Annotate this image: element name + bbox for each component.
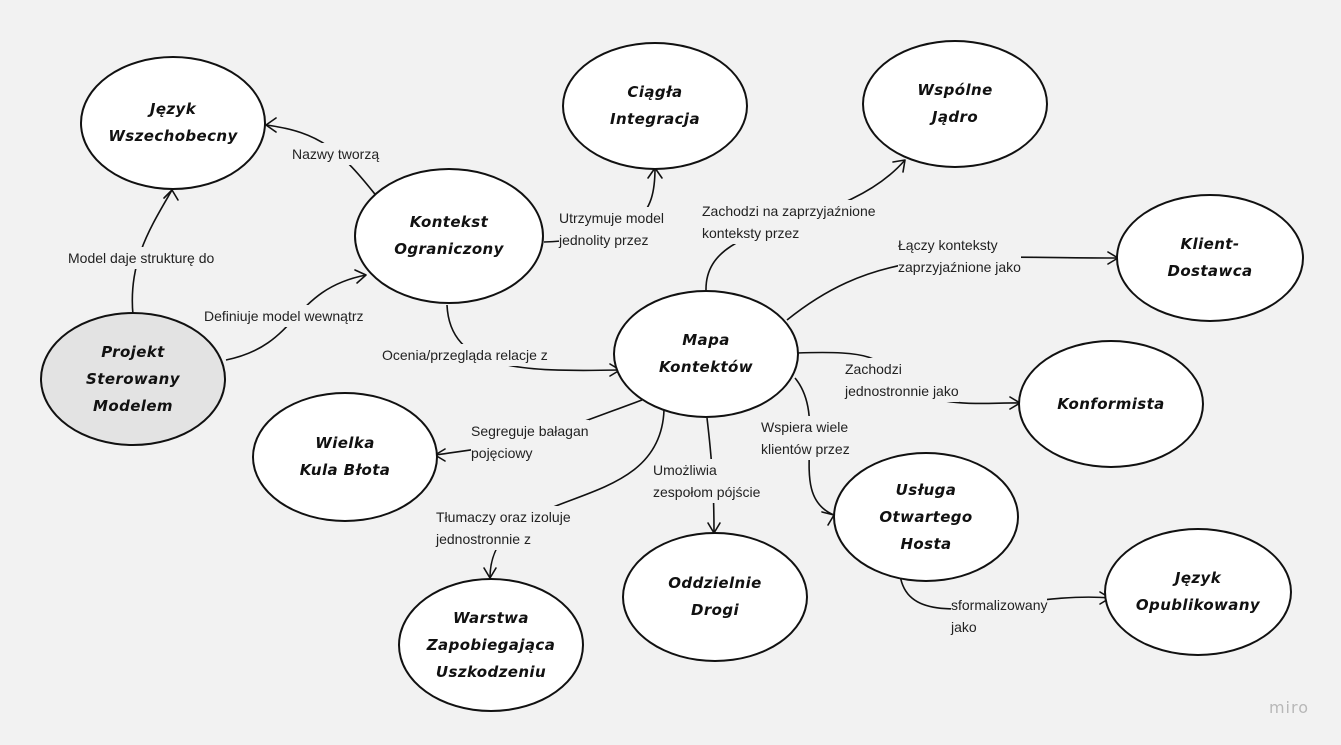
- node-oddzielnie-drogi[interactable]: Oddzielnie Drogi: [622, 532, 808, 662]
- node-klient-dostawca[interactable]: Klient- Dostawca: [1116, 194, 1304, 322]
- edge-label-tlumaczy: Tłumaczy oraz izoluje jednostronnie z: [436, 506, 571, 550]
- edge-model-daje-strukture: [131, 189, 173, 316]
- node-usluga-otwartego-hosta[interactable]: Usługa Otwartego Hosta: [833, 452, 1019, 582]
- arrowhead: [354, 269, 367, 284]
- edge-label-zachodzi-jednostronnie: Zachodzi jednostronnie jako: [845, 358, 959, 402]
- edge-label-umozliwia: Umożliwia zespołom pójście: [653, 459, 761, 503]
- edge-label-ocenia: Ocenia/przegląda relacje z: [382, 344, 548, 366]
- edge-label-laczy-konteksty: Łączy konteksty zaprzyjaźnione jako: [898, 234, 1021, 278]
- node-mapa-kontekstow[interactable]: Mapa Kontektów: [613, 290, 799, 418]
- arrowhead: [265, 117, 277, 133]
- edge-label-utrzymuje-model: Utrzymuje model jednolity przez: [559, 207, 665, 251]
- arrowhead: [892, 159, 906, 173]
- edge-label-definiuje-model: Definiuje model wewnątrz: [204, 305, 364, 327]
- edge-label-zachodzi-na: Zachodzi na zaprzyjaźnione konteksty prz…: [702, 200, 876, 244]
- node-wielka-kula-blota[interactable]: Wielka Kula Błota: [252, 392, 438, 522]
- edge-label-sformalizowany: sformalizowany jako: [951, 594, 1048, 638]
- node-jezyk-wszechobecny[interactable]: Język Wszechobecny: [80, 56, 266, 190]
- node-jezyk-opublikowany[interactable]: Język Opublikowany: [1104, 528, 1292, 656]
- edge-label-segreguje: Segreguje bałagan pojęciowy: [471, 420, 589, 464]
- node-warstwa-zapobiegajaca-uszkodzeniu[interactable]: Warstwa Zapobiegająca Uszkodzeniu: [398, 578, 584, 712]
- node-konformista[interactable]: Konformista: [1018, 340, 1204, 468]
- edge-label-nazwy-tworza: Nazwy tworzą: [292, 143, 380, 165]
- arrowhead: [163, 189, 179, 201]
- edge-label-model-daje-strukture: Model daje strukturę do: [68, 247, 215, 269]
- miro-watermark: miro: [1268, 698, 1309, 717]
- node-kontekst-ograniczony[interactable]: Kontekst Ograniczony: [354, 168, 544, 304]
- edge-label-wspiera: Wspiera wiele klientów przez: [761, 416, 850, 460]
- node-wspolne-jadro[interactable]: Wspólne Jądro: [862, 40, 1048, 168]
- node-projekt-sterowany-modelem[interactable]: Projekt Sterowany Modelem: [40, 312, 226, 446]
- node-ciagla-integracja[interactable]: Ciągła Integracja: [562, 42, 748, 170]
